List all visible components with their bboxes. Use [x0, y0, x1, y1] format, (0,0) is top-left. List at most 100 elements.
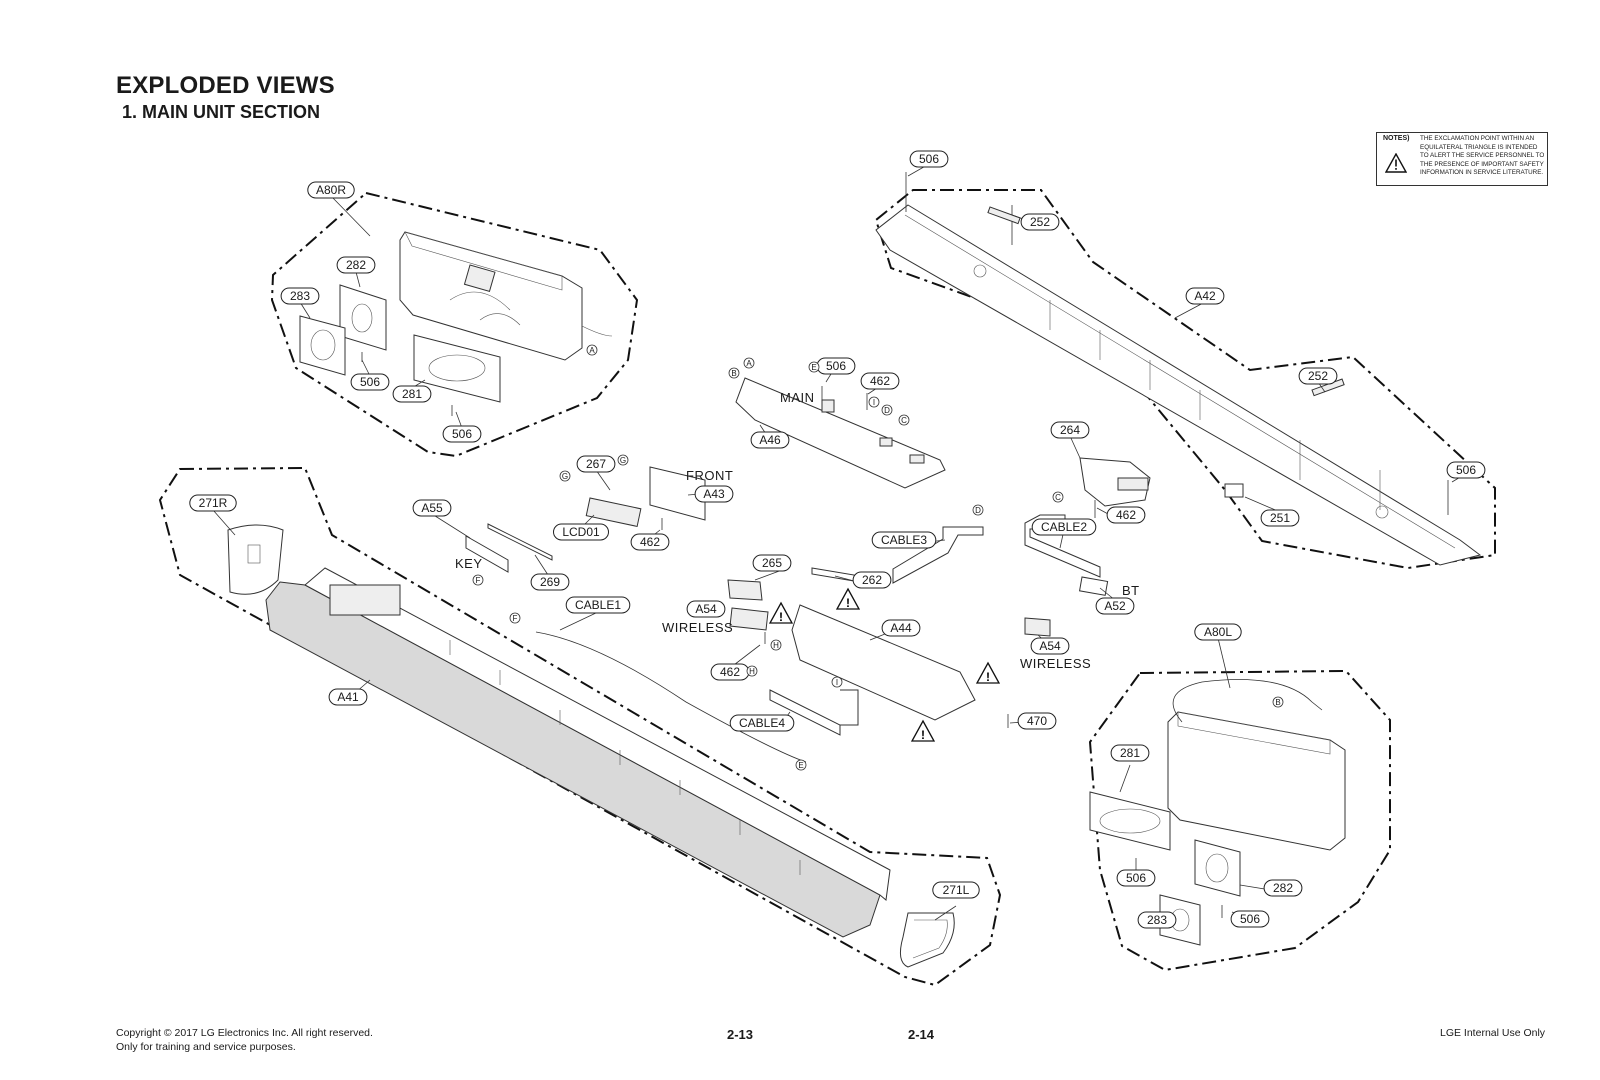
connector-letter: B: [731, 369, 736, 378]
part-number-text: LCD01: [562, 525, 600, 539]
notes-box: NOTES) THE EXCLAMATION POINT WITHIN AN E…: [1376, 132, 1548, 186]
part-label-p506-main: 506: [816, 357, 856, 375]
part-label-a80l: A80L: [1194, 623, 1242, 641]
part-number-text: 470: [1027, 714, 1047, 728]
connector-c: C: [1052, 491, 1064, 503]
part-number-text: 462: [640, 535, 660, 549]
connector-letter: F: [513, 614, 518, 623]
part-label-p282-r: 282: [336, 256, 376, 274]
warning-triangle-icon: [1384, 152, 1408, 177]
part-label-a42: A42: [1185, 287, 1225, 305]
connector-letter: F: [476, 576, 481, 585]
part-label-p506-l1: 506: [1116, 869, 1156, 887]
part-number-text: 283: [290, 289, 310, 303]
end-cap-left: [899, 912, 955, 968]
part-number-text: A54: [1039, 639, 1061, 653]
part-number-text: 506: [1126, 871, 1146, 885]
part-label-p265: 265: [752, 554, 792, 572]
connector-d: D: [972, 504, 984, 516]
part-label-p252-top: 252: [1020, 213, 1060, 231]
connector-letter: A: [746, 359, 752, 368]
part-number-text: A80L: [1204, 625, 1232, 639]
connector-letter: E: [798, 761, 803, 770]
part-number-text: 282: [1273, 881, 1293, 895]
connector-a: A: [586, 344, 598, 356]
part-label-cable2: CABLE2: [1031, 518, 1097, 536]
part-number-text: A54: [695, 602, 717, 616]
front-bar: [265, 567, 891, 938]
part-label-p462-main: 462: [860, 372, 900, 390]
connector-e: E: [808, 361, 820, 373]
part-label-lcd01: LCD01: [553, 523, 609, 541]
connector-letter: H: [749, 667, 755, 676]
warning-triangle-icon: !: [975, 661, 1001, 684]
part-label-p271r: 271R: [189, 494, 237, 512]
part-number-text: CABLE1: [575, 598, 621, 612]
part-number-text: 271L: [943, 883, 970, 897]
part-number-text: 251: [1270, 511, 1290, 525]
part-label-p283-r: 283: [280, 287, 320, 305]
connector-i: I: [831, 676, 843, 688]
part-number-text: A41: [337, 690, 359, 704]
connector-b: B: [728, 367, 740, 379]
key-board: [465, 523, 553, 573]
part-label-a52: A52: [1095, 597, 1135, 615]
part-number-text: 506: [1240, 912, 1260, 926]
part-number-text: 264: [1060, 423, 1080, 437]
part-label-p251: 251: [1260, 509, 1300, 527]
main-board: [735, 377, 946, 489]
part-label-cable1: CABLE1: [565, 596, 631, 614]
part-number-text: 269: [540, 575, 560, 589]
svg-text:!: !: [779, 610, 783, 624]
page-number-left: 2-13: [727, 1027, 754, 1042]
warning-triangle-icon: !: [910, 719, 936, 742]
connector-g: G: [617, 454, 629, 466]
connector-letter: I: [836, 678, 838, 687]
part-number-text: A55: [421, 501, 443, 515]
connector-a: A: [743, 357, 755, 369]
part-label-p506-r2: 506: [442, 425, 482, 443]
part-label-p462-front: 462: [630, 533, 670, 551]
part-label-p252-b: 252: [1298, 367, 1338, 385]
copyright-text: Copyright © 2017 LG Electronics Inc. All…: [116, 1027, 373, 1039]
part-number-text: 506: [452, 427, 472, 441]
group-outline-a41: [158, 466, 1002, 987]
connector-letter: A: [589, 346, 595, 355]
part-label-p262: 262: [852, 571, 892, 589]
connector-b: B: [1272, 696, 1284, 708]
part-number-text: 281: [402, 387, 422, 401]
connector-letter: G: [562, 472, 568, 481]
part-number-text: 462: [720, 665, 740, 679]
part-label-p281-r: 281: [392, 385, 432, 403]
speaker-box-left: [1089, 679, 1346, 946]
part-number-text: 281: [1120, 746, 1140, 760]
part-label-a80r: A80R: [307, 181, 355, 199]
part-label-p462-w: 462: [710, 663, 750, 681]
part-label-p271l: 271L: [932, 881, 980, 899]
part-number-text: 506: [826, 359, 846, 373]
part-label-p264: 264: [1050, 421, 1090, 439]
part-number-text: CABLE3: [881, 533, 927, 547]
part-number-text: A43: [703, 487, 725, 501]
part-number-text: CABLE2: [1041, 520, 1087, 534]
part-label-a41: A41: [328, 688, 368, 706]
page-number-right: 2-14: [908, 1027, 935, 1042]
part-label-cable3: CABLE3: [871, 531, 937, 549]
part-label-p269: 269: [530, 573, 570, 591]
frame-top: [875, 172, 1482, 566]
part-number-text: 265: [762, 556, 782, 570]
notes-text: THE EXCLAMATION POINT WITHIN AN EQUILATE…: [1420, 135, 1545, 177]
part-label-p506-top: 506: [909, 150, 949, 168]
part-label-p506-l2: 506: [1230, 910, 1270, 928]
page-title: EXPLODED VIEWS: [116, 72, 335, 99]
part-label-a55: A55: [412, 499, 452, 517]
connector-e: E: [795, 759, 807, 771]
cable-1: [535, 631, 807, 763]
part-number-text: A46: [759, 433, 781, 447]
connector-letter: I: [873, 398, 875, 407]
wireless-bracket: [727, 526, 1051, 736]
part-number-text: 506: [1456, 463, 1476, 477]
caption-main: MAIN: [780, 390, 815, 405]
part-number-text: A52: [1104, 599, 1126, 613]
